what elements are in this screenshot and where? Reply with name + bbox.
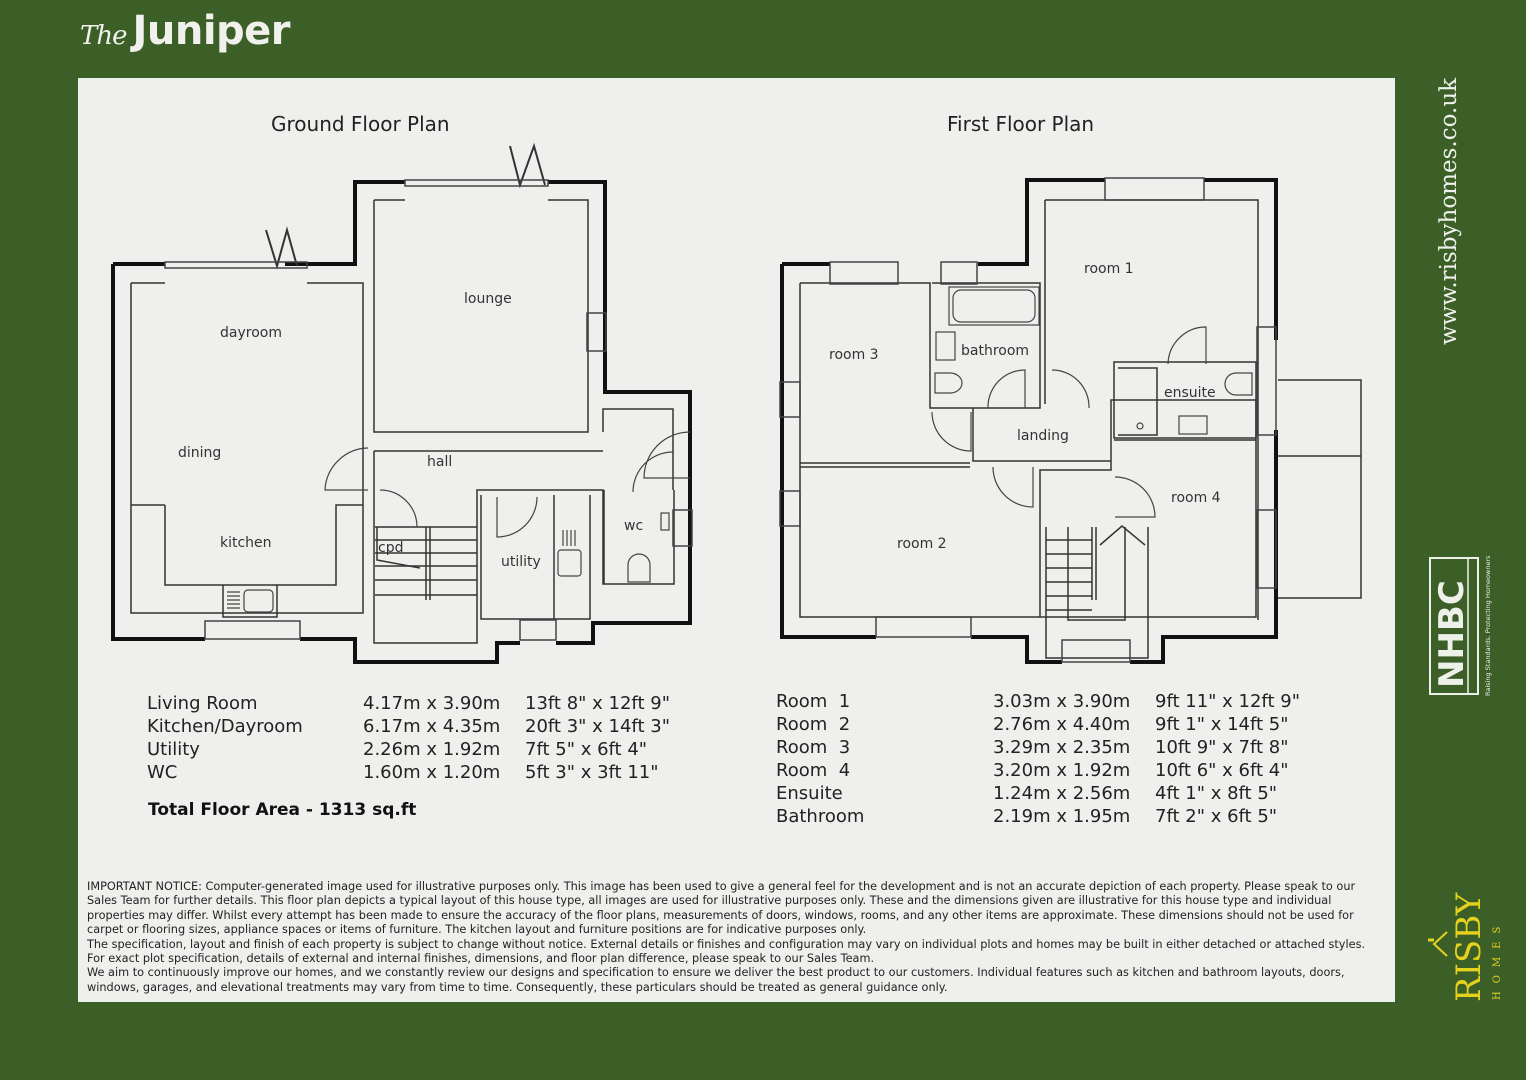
room-label-dayroom: dayroom	[220, 325, 282, 341]
room-label-room-1: room 1	[1084, 261, 1134, 277]
room-label-landing: landing	[1017, 428, 1069, 444]
roof-icon	[1432, 931, 1448, 957]
room-label-dining: dining	[178, 445, 221, 461]
room-label-hall: hall	[427, 454, 452, 470]
total-floor-area: Total Floor Area - 1313 sq.ft	[148, 800, 417, 820]
nhbc-tagline: Raising Standards. Protecting Homeowners	[1484, 556, 1492, 696]
room-label-room-3: room 3	[829, 347, 879, 363]
risby-homes-logo: RISBY HOMES	[1428, 892, 1503, 1002]
room-label-ensuite: ensuite	[1164, 385, 1216, 401]
ground-floor-title: Ground Floor Plan	[271, 112, 450, 136]
first-floor-outer-wall	[780, 178, 1278, 664]
ground-floor-outer-wall	[111, 180, 692, 664]
nhbc-text: NHBC	[1432, 580, 1472, 688]
room-label-room-4: room 4	[1171, 490, 1221, 506]
room-label-room-2: room 2	[897, 536, 947, 552]
brand-title: The Juniper	[80, 8, 291, 54]
nhbc-logo: NHBC Raising Standards. Protecting Homeo…	[1429, 556, 1492, 696]
room-label-kitchen: kitchen	[220, 535, 272, 551]
room-label-utility: utility	[501, 554, 541, 570]
risby-text: RISBY	[1449, 892, 1489, 1002]
website-url[interactable]: www.risbyhomes.co.uk	[1436, 77, 1462, 345]
ground-floor-room-labels: dayroom dining kitchen lounge hall cpd u…	[178, 291, 643, 570]
room-label-cpd: cpd	[378, 540, 403, 556]
first-floor-room-labels: room 1 room 3 bathroom ensuite landing r…	[829, 261, 1221, 552]
development-name: Juniper	[132, 8, 291, 54]
room-label-bathroom: bathroom	[961, 343, 1029, 359]
room-label-wc: wc	[624, 518, 643, 534]
first-floor-title: First Floor Plan	[947, 112, 1095, 136]
important-notice: IMPORTANT NOTICE: Computer-generated ima…	[87, 880, 1366, 994]
title-prefix: The	[80, 21, 127, 51]
floor-plan-panel	[78, 78, 1395, 1002]
homes-text: HOMES	[1492, 919, 1503, 1000]
room-label-lounge: lounge	[464, 291, 512, 307]
